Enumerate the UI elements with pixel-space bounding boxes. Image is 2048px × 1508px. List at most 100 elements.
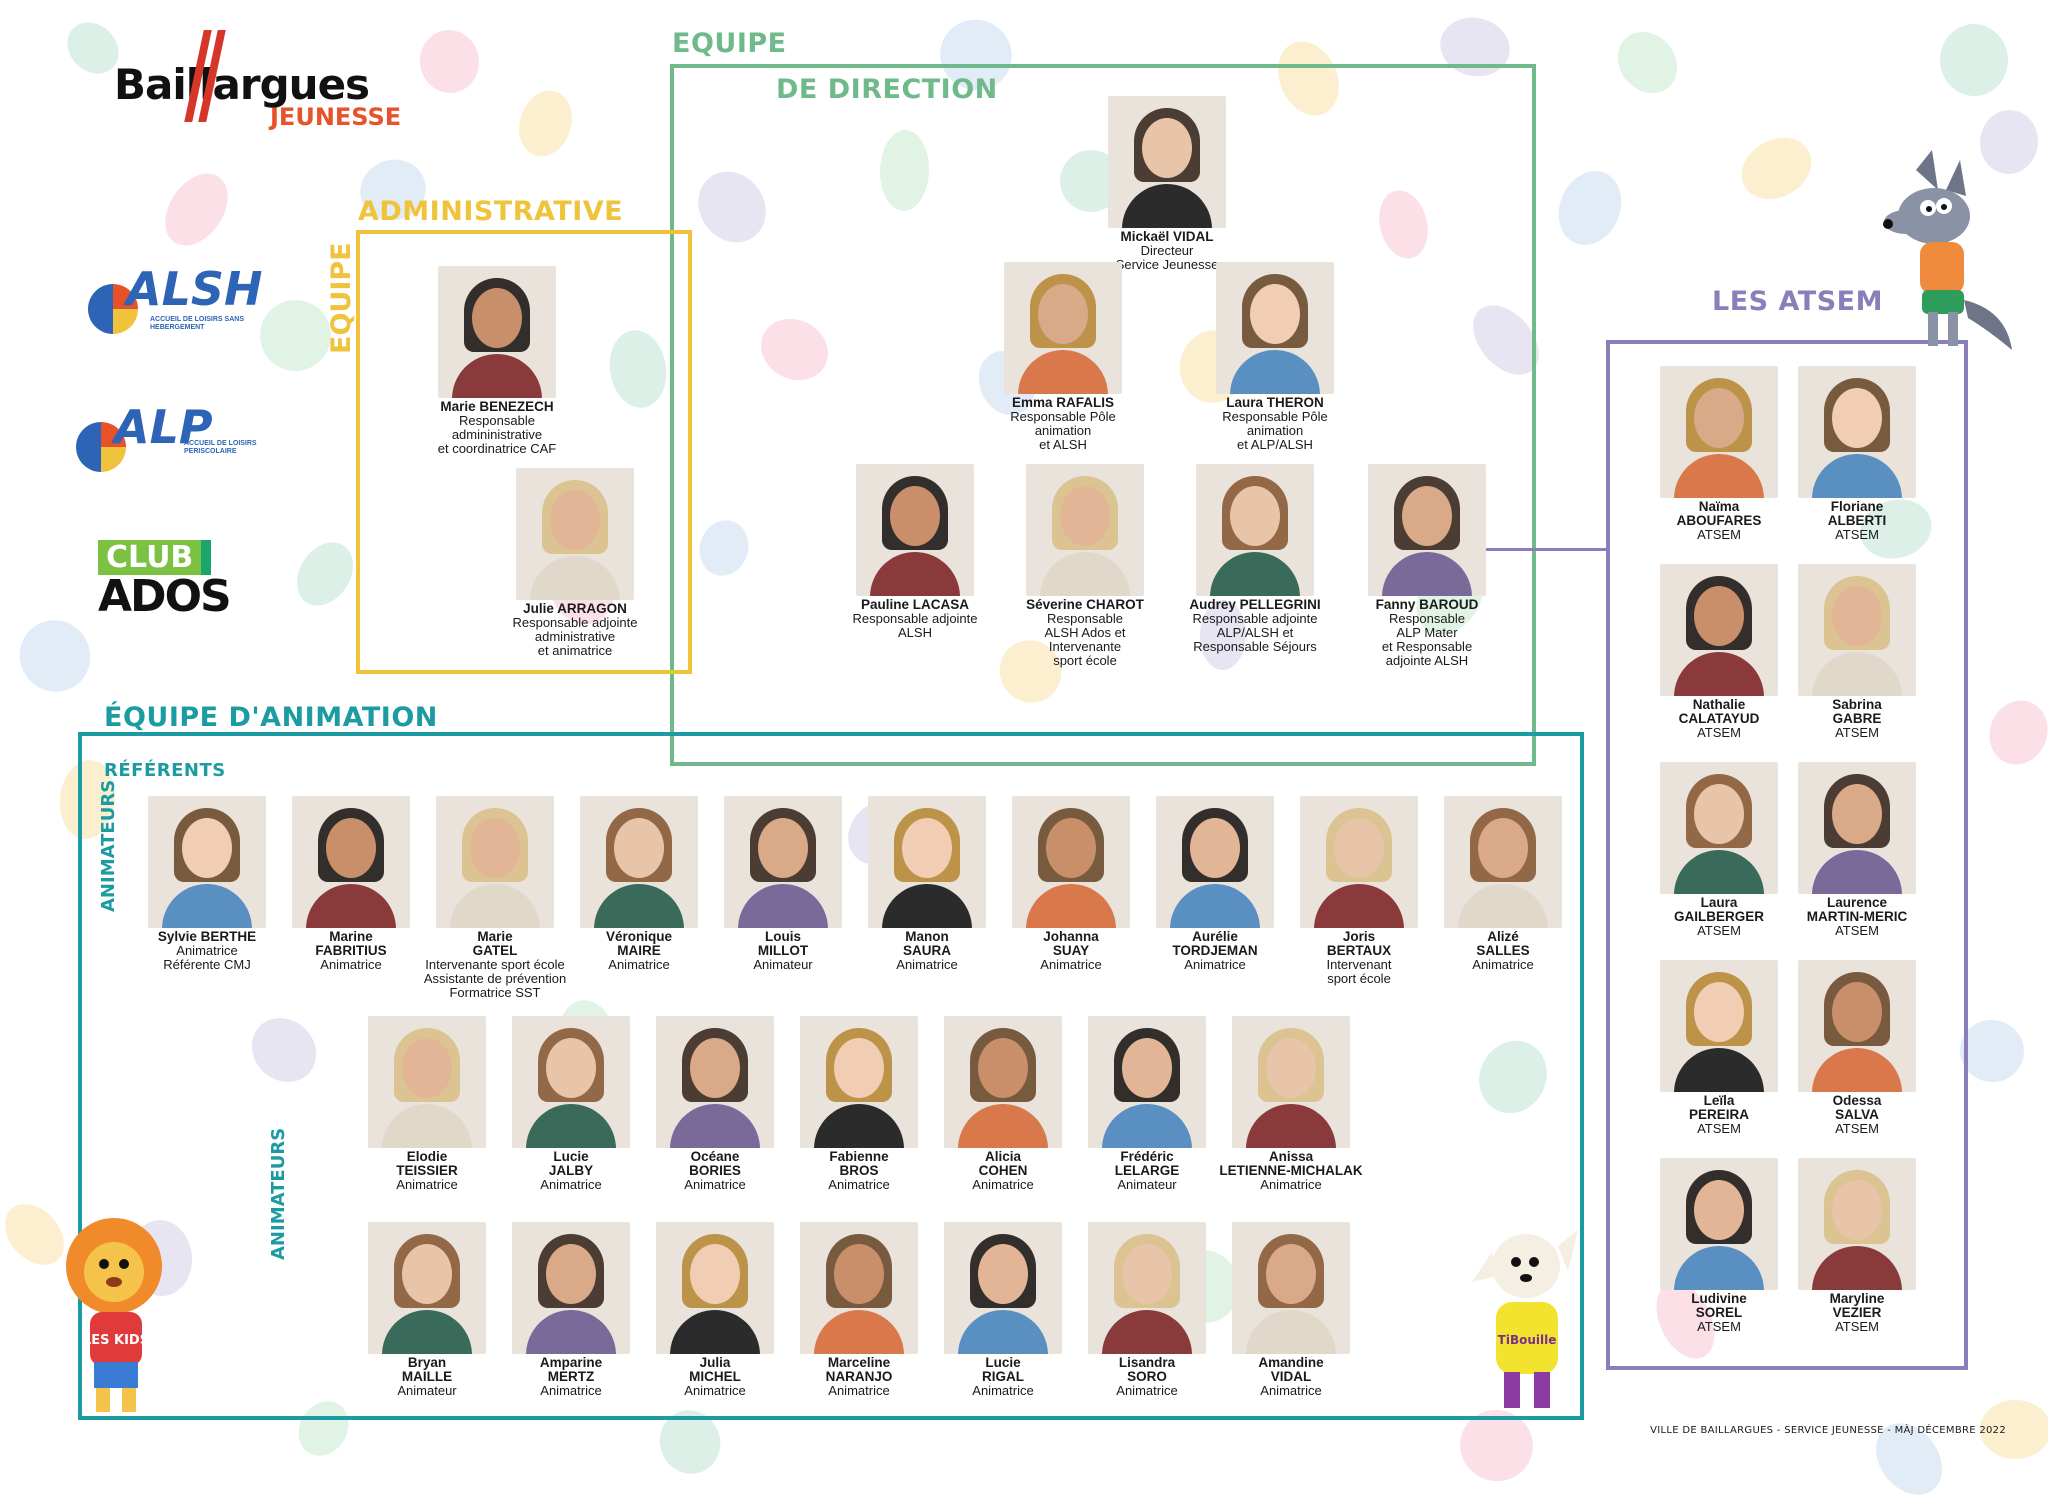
club-label: CLUB: [98, 540, 212, 575]
person-role: Animatrice: [1472, 957, 1534, 972]
atsem-title: LES ATSEM: [1712, 286, 1883, 317]
person-photo: [1660, 1158, 1778, 1290]
person-name: Sabrina: [1832, 697, 1882, 712]
person-role: et Responsable: [1381, 639, 1473, 654]
person-name: Odessa: [1832, 1093, 1882, 1108]
person-name: NARANJO: [825, 1369, 893, 1384]
person-role: ATSEM: [1697, 527, 1741, 542]
background-dot: [415, 26, 484, 97]
direction-frame: [670, 64, 1536, 766]
background-dot: [152, 161, 241, 258]
person-role: ATSEM: [1835, 527, 1879, 542]
person-photo: [512, 1016, 630, 1148]
person-name: Laura: [1700, 895, 1738, 910]
person-role: ALSH Ados et: [1044, 625, 1126, 640]
person-photo: [800, 1222, 918, 1354]
person-photo: [1660, 366, 1778, 498]
person-name: ALBERTI: [1827, 513, 1887, 528]
person-role: Animatrice: [828, 1177, 890, 1192]
person-role: Animatrice: [684, 1383, 746, 1398]
person-role: ATSEM: [1697, 1121, 1741, 1136]
alp-circle-icon: [76, 422, 126, 472]
person-name: SOREL: [1695, 1305, 1743, 1320]
person-name: MILLOT: [757, 943, 809, 958]
person-name: Emma RAFALIS: [1011, 395, 1115, 410]
person-photo: [436, 796, 554, 928]
person-name: Lucie: [553, 1149, 589, 1164]
logo-wordmark: Baillargues: [114, 60, 370, 109]
person-role: Animatrice: [896, 957, 958, 972]
animateurs-vertical-label-2: ANIMATEURS: [268, 1127, 289, 1260]
person-name: Alicia: [984, 1149, 1022, 1164]
person-photo: [1798, 564, 1916, 696]
person-photo: [1004, 262, 1122, 394]
person-role: Responsable Pôle animation: [1010, 409, 1116, 438]
person-role: Animatrice: [972, 1383, 1034, 1398]
person-name: ABOUFARES: [1676, 513, 1762, 528]
person-name: Maryline: [1829, 1291, 1885, 1306]
person-role: ALP/ALSH et: [1216, 625, 1294, 640]
person-name: Laura THERON: [1226, 395, 1324, 410]
person-role: Animatrice: [320, 957, 382, 972]
person-name: Amandine: [1258, 1355, 1324, 1370]
person-photo: [944, 1222, 1062, 1354]
person-name: MARTIN-MERIC: [1806, 909, 1908, 924]
person-name: GABRE: [1832, 711, 1882, 726]
person-photo: [1798, 960, 1916, 1092]
atsem-connector: [1486, 548, 1608, 551]
person-photo: [1088, 1016, 1206, 1148]
person-name: Julia: [699, 1355, 731, 1370]
background-dot: [1979, 691, 2048, 774]
person-role: Animatrice: [540, 1177, 602, 1192]
person-photo: [1798, 762, 1916, 894]
person-photo: [656, 1222, 774, 1354]
person-photo: [1232, 1016, 1350, 1148]
person-photo: [1368, 464, 1486, 596]
person-photo: [1232, 1222, 1350, 1354]
person-photo: [1798, 366, 1916, 498]
person-role: Service Jeunesse: [1115, 257, 1219, 272]
person-name: TORDJEMAN: [1172, 943, 1258, 958]
person-name: Frédéric: [1120, 1149, 1174, 1164]
person-name: Mickaël VIDAL: [1120, 229, 1214, 244]
person-name: SAURA: [902, 943, 951, 958]
direction-title-1: EQUIPE: [672, 28, 787, 59]
ados-label: ADOS: [98, 571, 232, 622]
admin-vertical-label: EQUIPE: [326, 242, 357, 354]
person-role: Animatrice: [540, 1383, 602, 1398]
person-name: Leïla: [1703, 1093, 1735, 1108]
background-dot: [1547, 161, 1633, 255]
alsh-circle-icon: [88, 284, 138, 334]
background-dot: [6, 607, 104, 705]
person-photo: [1660, 762, 1778, 894]
person-photo: [724, 796, 842, 928]
animation-frame: [78, 732, 1584, 1420]
person-name: Julie ARRAGON: [523, 601, 627, 616]
person-role: Animatrice: [1184, 957, 1246, 972]
person-name: MAILLE: [401, 1369, 453, 1384]
person-name: SALVA: [1835, 1107, 1879, 1122]
person-name: FABRITIUS: [315, 943, 387, 958]
person-role: Animatrice: [828, 1383, 890, 1398]
person-name: Bryan: [407, 1355, 447, 1370]
person-name: Audrey PELLEGRINI: [1189, 597, 1321, 612]
person-role: administrative: [534, 629, 616, 644]
background-dot: [510, 83, 581, 164]
person-photo: [1660, 960, 1778, 1092]
referents-title: RÉFÉRENTS: [104, 760, 226, 781]
person-role: Animateur: [753, 957, 813, 972]
